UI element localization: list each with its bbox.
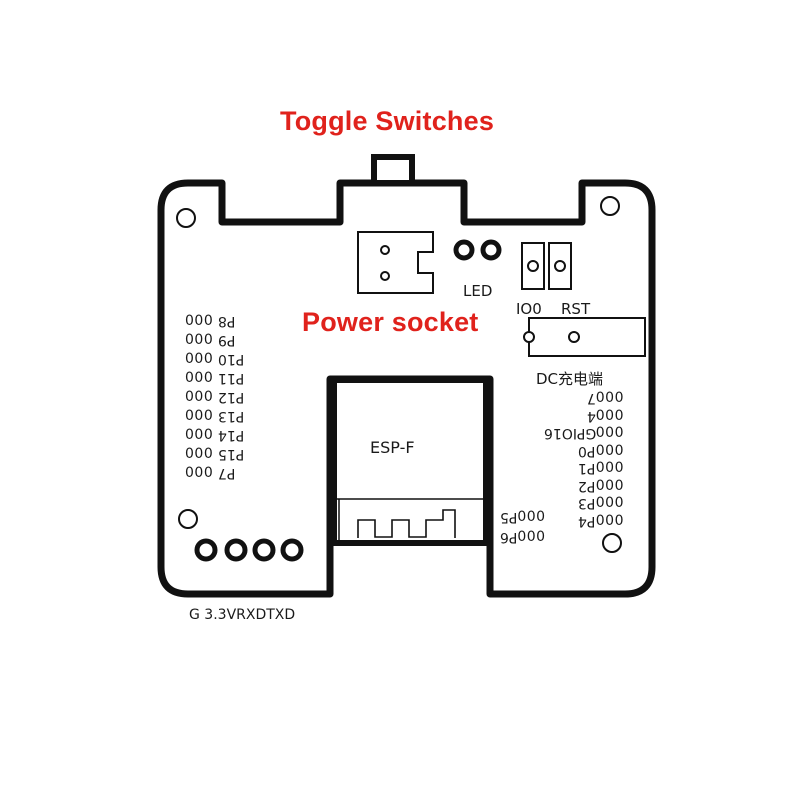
right-pin-row: P4000 [578, 512, 624, 529]
io0-label: IO0 [516, 300, 542, 318]
io0-button-dot [527, 260, 539, 272]
led-label: LED [463, 282, 493, 300]
rst-label: RST [561, 300, 591, 318]
esp-chip-label: ESP-F [370, 438, 415, 457]
header-pad-txd [280, 538, 304, 562]
mounting-hole-bottom-left [178, 509, 198, 529]
rst-button-outline [548, 242, 572, 290]
right-pin-row: P3000 [578, 495, 624, 511]
dc-port-pin-1 [523, 331, 535, 343]
left-pin-row: 000 P12 [185, 389, 244, 405]
rst-button-dot [554, 260, 566, 272]
right-pin-row: 4000 [586, 407, 624, 424]
led-pad-2 [480, 239, 502, 261]
io0-button-outline [521, 242, 545, 290]
power-socket-pin-1 [380, 245, 390, 255]
right-pin-row: P1000 [578, 460, 624, 476]
esp-module-outline [331, 377, 489, 546]
left-pin-row: 000 P15 [185, 446, 244, 462]
left-pin-row: 000 P14 [185, 427, 244, 443]
right-lower-pin-row: P5000 [500, 509, 546, 525]
board-outline [157, 179, 656, 598]
toggle-switches-callout: Toggle Switches [280, 106, 495, 136]
left-pin-row: 000 P9 [185, 332, 236, 348]
header-pad-rxd [252, 538, 276, 562]
mounting-hole-top-right [600, 196, 620, 216]
esp-antenna-trace [357, 509, 456, 538]
mounting-hole-bottom-right [602, 533, 622, 553]
header-pad-g [194, 538, 218, 562]
mounting-hole-top-left [176, 208, 196, 228]
dc-port-outline [528, 317, 646, 357]
left-pin-row: 000 P7 [185, 465, 236, 481]
power-socket-callout: Power socket [302, 307, 479, 337]
toggle-switch-nub [371, 154, 415, 186]
power-socket-outline [357, 231, 434, 294]
right-pin-row: P0000 [578, 442, 624, 459]
right-pin-row: GPIO16000 [543, 425, 624, 441]
right-pin-row: 7000 [586, 390, 624, 406]
left-pin-row: 000 P13 [185, 408, 244, 424]
left-pin-row: 000 P10 [185, 351, 244, 367]
led-pad-1 [453, 239, 475, 261]
right-lower-pin-row: P6000 [500, 529, 546, 545]
left-pin-row: 000 P8 [185, 313, 236, 329]
dc-charge-label: DC充电端 [536, 370, 604, 388]
power-socket-pin-2 [380, 271, 390, 281]
left-pin-row: 000 P11 [185, 370, 244, 386]
header-pad-3v3 [224, 538, 248, 562]
right-pin-row: P2000 [578, 477, 624, 494]
dc-port-pin-2 [568, 331, 580, 343]
serial-header-label: G 3.3VRXDTXD [189, 607, 296, 623]
